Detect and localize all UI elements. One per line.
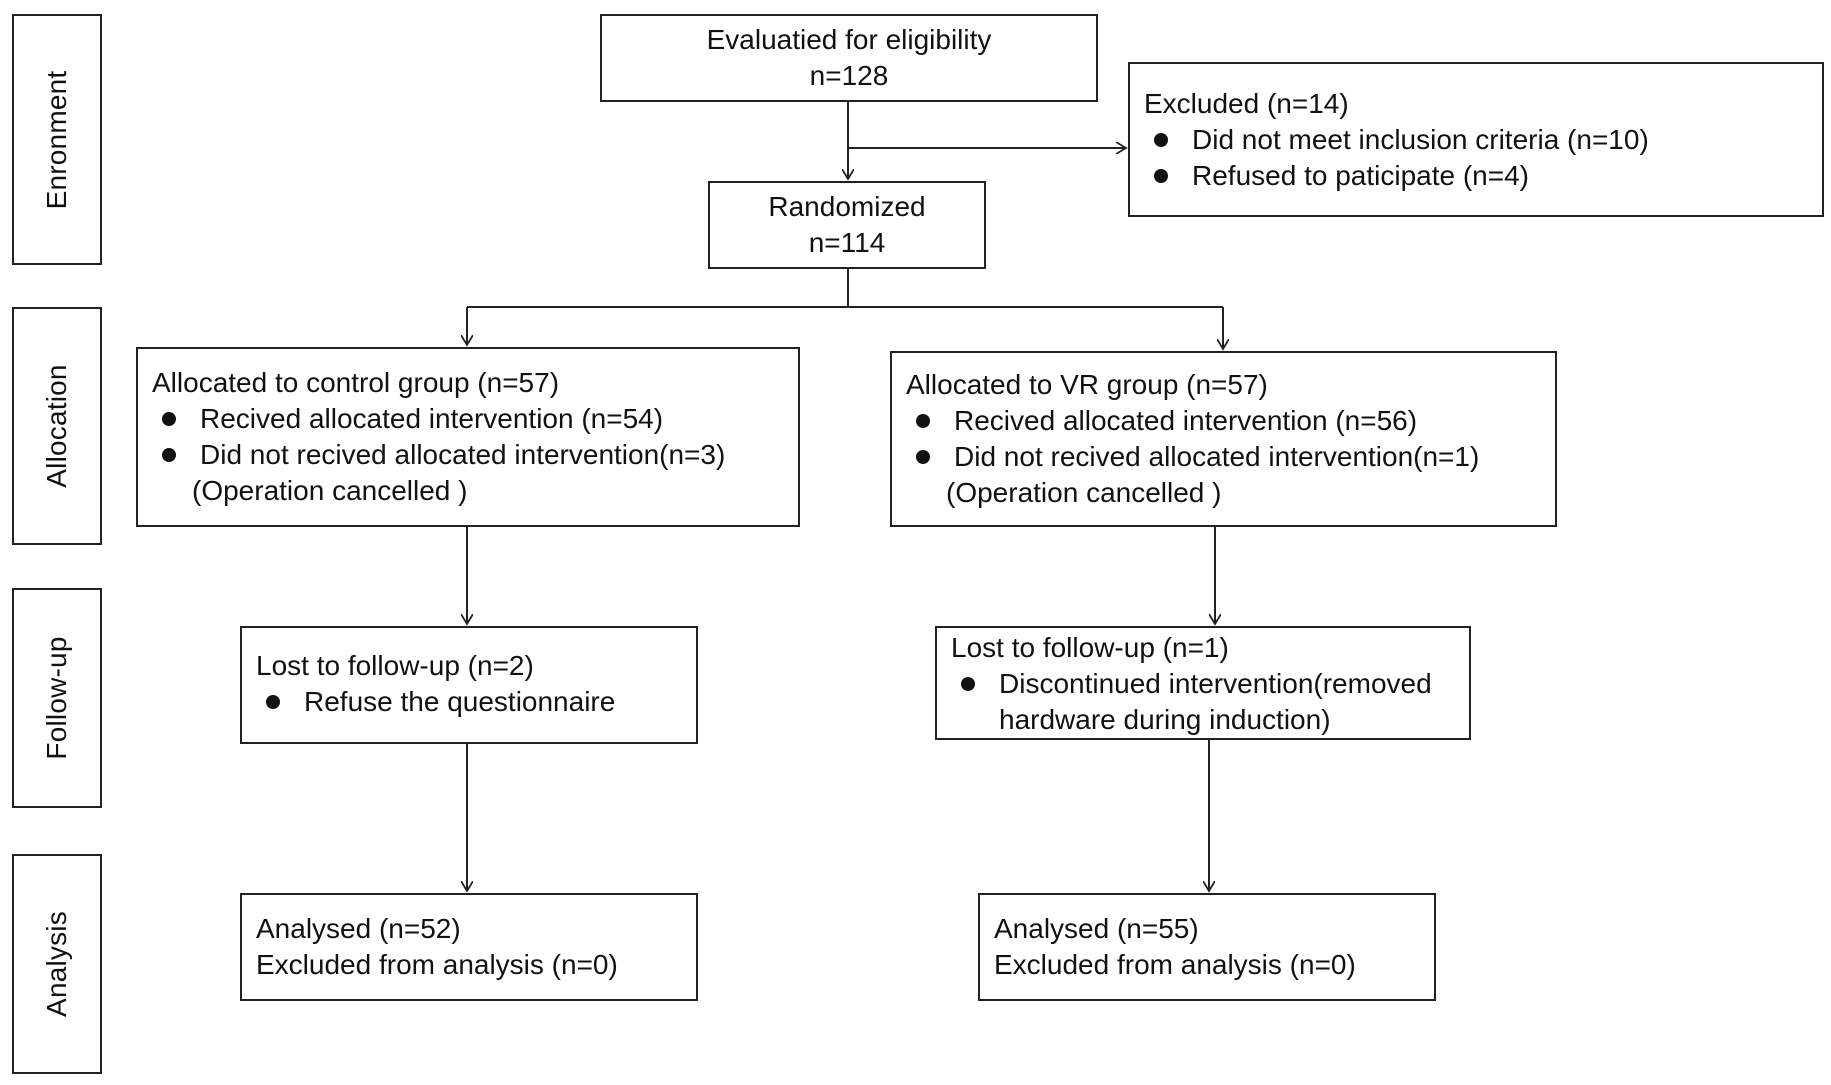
control-allocation-note: (Operation cancelled ): [192, 475, 468, 506]
eligibility-title: Evaluatied for eligibility: [706, 24, 992, 55]
randomized-title: Randomized: [768, 191, 926, 222]
control-excluded-analysis: Excluded from analysis (n=0): [256, 949, 618, 980]
randomized-box: Randomized n=114: [708, 181, 986, 269]
control-allocation-title: Allocated to control group (n=57): [152, 367, 560, 398]
control-followup-box: Lost to follow-up (n=2) Refuse the quest…: [240, 626, 698, 744]
vr-analysed: Analysed (n=55): [994, 913, 1199, 944]
vr-followup-item: Discontinued intervention(removed: [951, 666, 1432, 702]
stage-enrolment: Enronment: [12, 14, 102, 265]
control-followup-title: Lost to follow-up (n=2): [256, 650, 534, 681]
control-followup-item: Refuse the questionnaire: [256, 684, 615, 720]
stage-followup: Follow-up: [12, 588, 102, 808]
vr-allocation-note: (Operation cancelled ): [946, 477, 1222, 508]
vr-followup-box: Lost to follow-up (n=1) Discontinued int…: [935, 626, 1471, 740]
excluded-item: Did not meet inclusion criteria (n=10): [1144, 122, 1649, 158]
control-allocation-box: Allocated to control group (n=57) Recive…: [136, 347, 800, 527]
vr-followup-title: Lost to follow-up (n=1): [951, 632, 1229, 663]
control-allocation-item: Recived allocated intervention (n=54): [152, 401, 725, 437]
vr-allocation-item: Recived allocated intervention (n=56): [906, 403, 1479, 439]
control-analysis-box: Analysed (n=52) Excluded from analysis (…: [240, 893, 698, 1001]
control-analysed: Analysed (n=52): [256, 913, 461, 944]
control-allocation-item: Did not recived allocated intervention(n…: [152, 437, 725, 473]
vr-allocation-box: Allocated to VR group (n=57) Recived all…: [890, 351, 1557, 527]
vr-allocation-title: Allocated to VR group (n=57): [906, 369, 1268, 400]
vr-allocation-item: Did not recived allocated intervention(n…: [906, 439, 1479, 475]
vr-followup-item-cont: hardware during induction): [999, 704, 1331, 735]
excluded-title: Excluded (n=14): [1144, 88, 1349, 119]
eligibility-box: Evaluatied for eligibility n=128: [600, 14, 1098, 102]
excluded-item: Refused to paticipate (n=4): [1144, 158, 1649, 194]
eligibility-count: n=128: [809, 60, 889, 91]
excluded-box: Excluded (n=14) Did not meet inclusion c…: [1128, 62, 1824, 217]
stage-analysis: Analysis: [12, 854, 102, 1074]
stage-allocation: Allocation: [12, 307, 102, 545]
vr-analysis-box: Analysed (n=55) Excluded from analysis (…: [978, 893, 1436, 1001]
randomized-count: n=114: [808, 227, 886, 258]
vr-excluded-analysis: Excluded from analysis (n=0): [994, 949, 1356, 980]
